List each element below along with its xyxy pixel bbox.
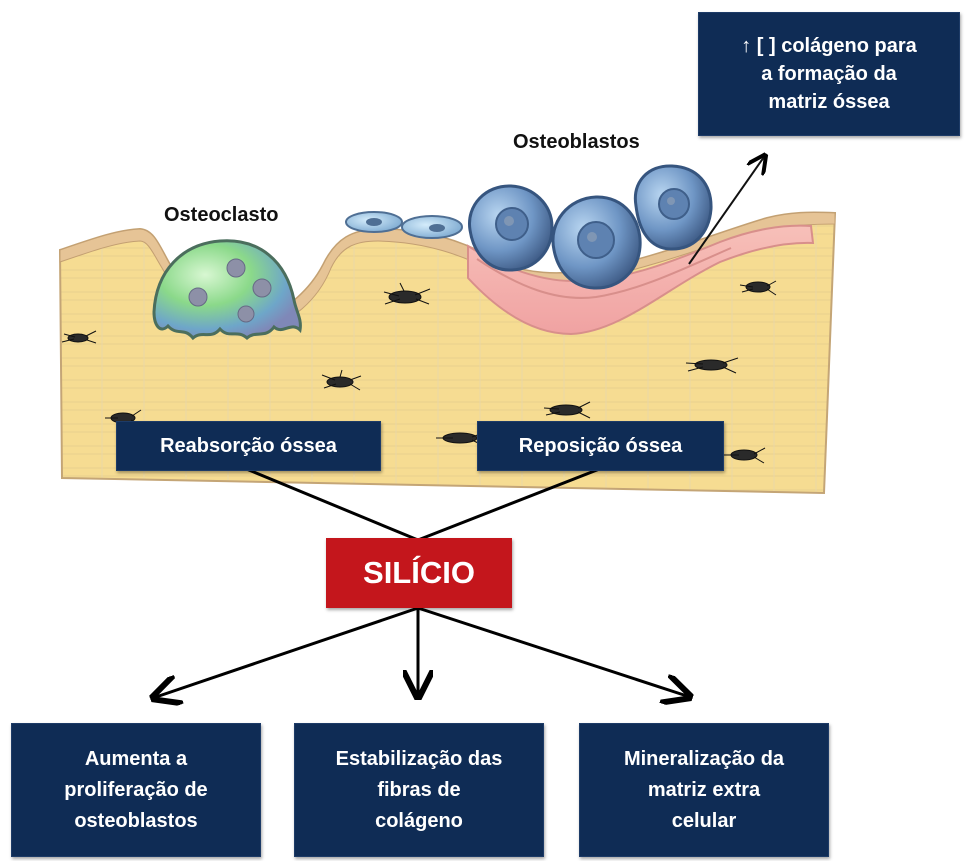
osteocyte-8 [739,280,777,296]
lining-cell-2-nucleus [429,224,445,232]
osteoblasts-label: Osteoblastos [513,131,640,153]
lining-cell-1-nucleus [366,218,382,226]
effect-text-3: Mineralização da matriz extra celular [623,747,785,832]
resorption-text: Reabsorção óssea [160,434,337,457]
osteoclast-nucleus-4 [237,305,255,323]
osteoclast-nucleus-2 [226,258,246,278]
collagen-note-box: ↑ [ ] colágeno para a formação da matriz… [698,12,960,136]
lining-cells [345,211,463,239]
collagen-note-text: ↑ [ ] colágeno para a formação da matriz… [741,35,917,113]
osteocyte-5 [543,401,591,419]
connector-lines [156,466,687,697]
new-matrix-line [476,247,732,299]
connector-resorption-to-silicon [243,466,419,542]
osteoclast-label: Osteoclasto [164,204,279,226]
resorption-box: Reabsorção óssea [116,421,381,471]
connector-silicon-to-right [417,606,687,696]
osteocyte-3 [383,282,431,305]
osteoclast-cell [152,239,302,341]
osteocyte-9 [724,447,766,464]
effect-box-3: Mineralização da matriz extra celular [579,723,829,857]
osteocyte-1 [61,330,97,344]
osteoclast-body [152,239,302,341]
osteoblast-2-nucleolus [587,232,597,242]
connector-deposition-to-silicon [417,466,603,542]
osteocyte-2 [321,369,362,391]
collagen-pointer-arrow [688,157,764,265]
effect-box-1: Aumenta a proliferação de osteoblastos [11,723,261,857]
silicon-box: SILÍCIO [326,538,512,608]
effect-box-2: Estabilização das fibras de colágeno [294,723,544,857]
osteoblast-cells [468,164,713,290]
osteocyte-7 [685,357,739,374]
deposition-box: Reposição óssea [477,421,724,471]
effect-text-1: Aumenta a proliferação de osteoblastos [64,747,208,832]
silicon-text: SILÍCIO [363,555,475,590]
osteoclast-nucleus-1 [188,287,208,307]
osteoclast-nucleus-3 [252,278,272,298]
connector-silicon-to-left [156,606,419,697]
osteoblast-1-nucleolus [504,216,514,226]
effect-text-2: Estabilização das fibras de colágeno [335,747,503,832]
osteoblast-3-nucleus [658,188,690,220]
deposition-text: Reposição óssea [518,434,683,457]
osteocytes [61,280,777,464]
osteoblast-3-nucleolus [667,197,675,205]
